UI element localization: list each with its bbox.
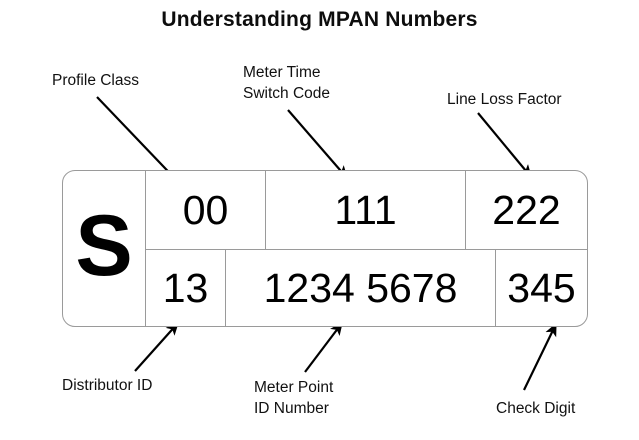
callout-label-profile-class: Profile Class [52, 72, 139, 89]
mpan-cell-supplier-letter: S [63, 171, 146, 326]
mpan-cell-meter-time-switch-code: 111 [266, 171, 466, 250]
arrow-meter-time-switch-code [287, 109, 348, 179]
callout-label-line-loss-factor: Line Loss Factor [447, 91, 562, 108]
arrow-distributor-id [134, 322, 179, 372]
mpan-number-box: S 00 111 222 13 1234 5678 345 [62, 170, 588, 327]
mpan-cell-distributor-id: 13 [146, 250, 226, 326]
page-title: Understanding MPAN Numbers [161, 8, 478, 31]
mpan-cell-check-digit: 345 [507, 264, 576, 311]
callout-label-check-digit: Check Digit [496, 400, 576, 417]
mpan-cell-meter-point-id-number: 1234 5678 [226, 250, 496, 326]
mpan-cell-line-loss-factor: 222 [466, 171, 587, 250]
arrow-line-loss-factor [477, 112, 532, 179]
arrow-meter-point-id-number [304, 321, 343, 373]
callout-label-distributor-id: Distributor ID [62, 377, 153, 394]
mpan-cell-profile-class: 00 [146, 171, 266, 250]
arrow-check-digit [523, 322, 557, 391]
callout-label-meter-point-id-number: Meter Point ID Number [254, 379, 334, 417]
callout-label-meter-time-switch-code: Meter Time Switch Code [243, 64, 331, 102]
